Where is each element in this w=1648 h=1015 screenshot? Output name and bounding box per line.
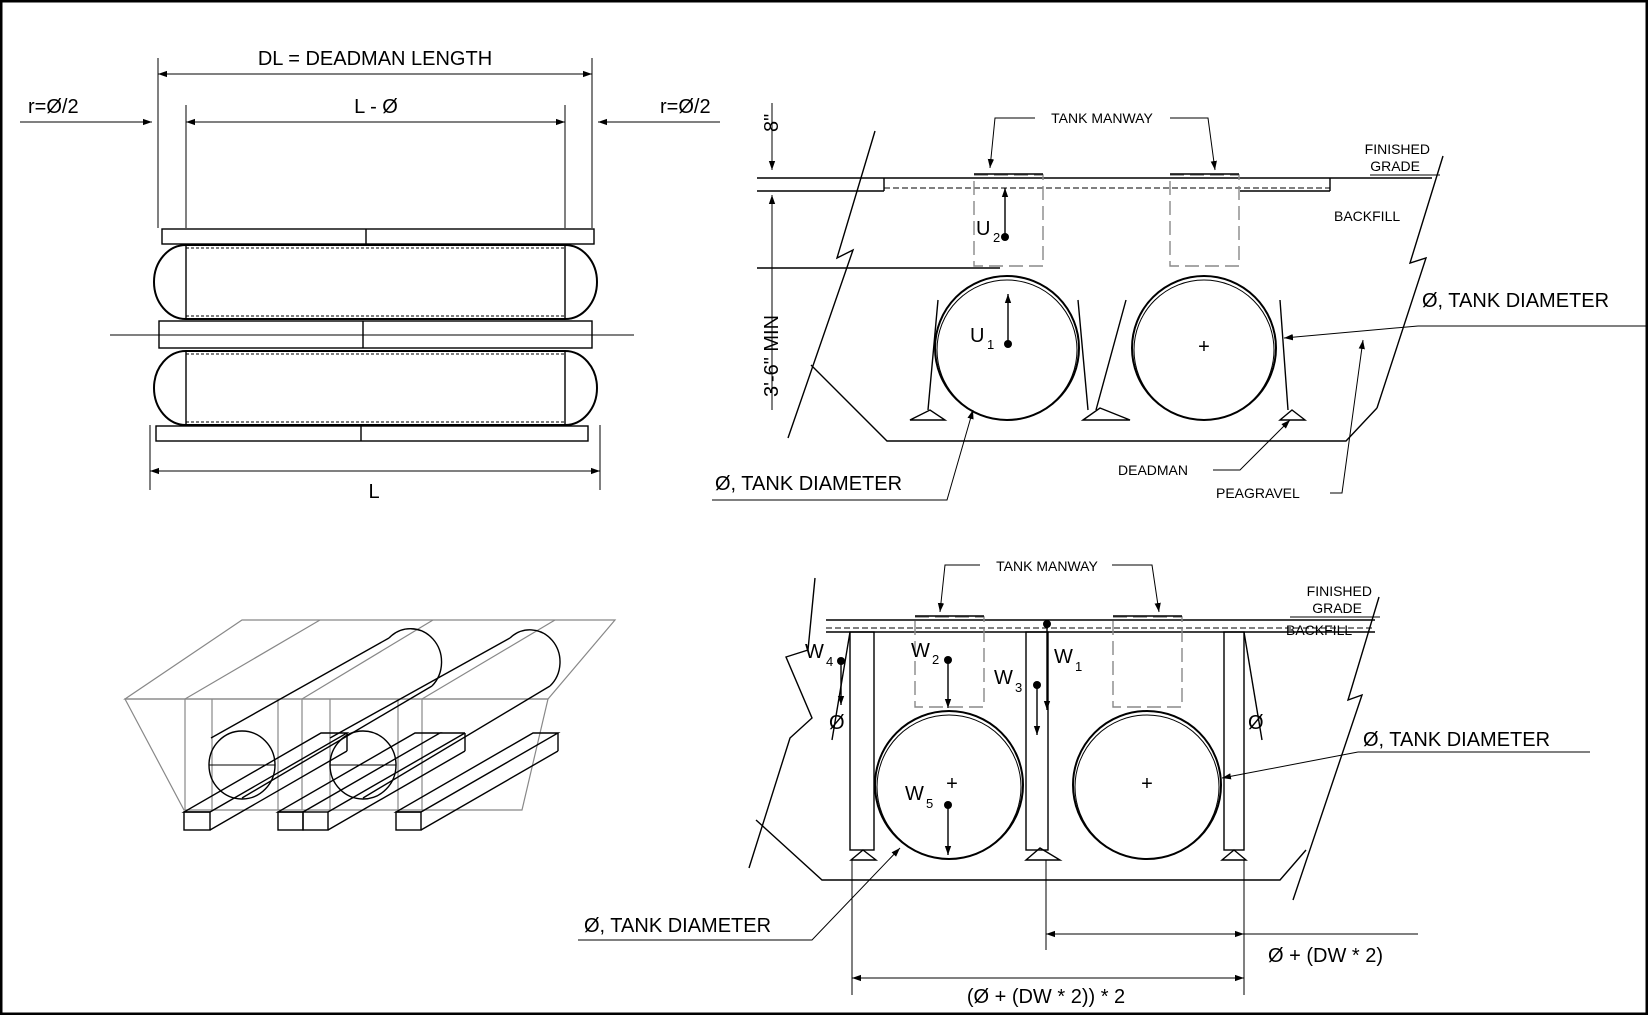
w2-label: W [911,640,930,662]
manway-2-top [1169,174,1240,267]
w3-sub-label: 3 [1015,680,1022,695]
isometric-view [123,619,617,831]
weight-force-w1: W 1 [1043,620,1082,710]
uplift-force-u1: U 1 [970,294,1012,352]
tank-manway-label-bottom: TANK MANWAY [996,558,1098,574]
tank-plan-2 [153,350,598,426]
finished-grade-label-top-1: FINISHED [1365,141,1430,157]
uplift-force-u2: U 2 [976,188,1009,245]
iso-tank-2 [329,629,561,800]
section-view-bottom: + + W 1 W 2 W 3 W 4 W [578,558,1590,1008]
w2-sub-label: 2 [932,652,939,667]
tank-diameter-label-right-top: Ø, TANK DIAMETER [1422,290,1609,312]
manway-2-bottom [1112,616,1183,708]
u2-label: U [976,218,990,240]
tank-diameter-label-right-bottom: Ø, TANK DIAMETER [1363,729,1550,751]
deadman-length-label: DL = DEADMAN LENGTH [258,48,492,70]
u1-label: U [970,325,984,347]
weight-force-w4: W 4 [805,641,845,705]
finished-grade-label-bot-1: FINISHED [1307,583,1372,599]
tank-plan-1 [153,244,598,320]
plan-view: DL = DEADMAN LENGTH L - Ø r=Ø/2 r=Ø/2 L [20,48,720,503]
deadman-plan-1 [161,228,595,245]
iso-tank-1 [208,628,443,800]
radius-left-label: r=Ø/2 [28,96,79,118]
phi-label-right: Ø [1248,712,1264,734]
eight-inch-label: 8" [761,114,783,132]
peagravel-label: PEAGRAVEL [1216,485,1300,501]
min-depth-label: 3'-6" MIN [761,315,783,397]
deadman-plan-2 [158,320,593,349]
backfill-label-bottom: BACKFILL [1286,622,1352,638]
manway-leader-top [987,117,1035,169]
backfill-label-top: BACKFILL [1334,208,1400,224]
weight-force-w2: W 2 [911,640,952,708]
l-minus-dia-label: L - Ø [354,96,398,118]
w3-label: W [994,667,1013,689]
weight-force-w5: W 5 [905,783,952,855]
phi-label-left: Ø [829,712,845,734]
iso-deadmen [181,732,561,831]
weight-force-w3: W 3 [994,667,1041,735]
section-view-top: U 1 U 2 + 8" 3'-6" MIN TANK MANWAY FINIS… [712,103,1646,501]
tank-diameter-label-left-top: Ø, TANK DIAMETER [715,473,902,495]
w4-label: W [805,641,824,663]
tank-manway-label-top: TANK MANWAY [1051,110,1153,126]
w4-sub-label: 4 [826,654,833,669]
u2-sub-label: 2 [993,230,1000,245]
tank-2-center-mark-top: + [1198,336,1210,358]
deadman-plan-3 [155,425,589,442]
radius-right-label: r=Ø/2 [660,96,711,118]
tank-diameter-label-left-bottom: Ø, TANK DIAMETER [584,915,771,937]
u1-sub-label: 1 [987,337,994,352]
length-label: L [368,481,379,503]
excavation-outline-top [787,130,876,439]
w5-label: W [905,783,924,805]
double-tank-dimension-label: (Ø + (DW * 2)) * 2 [967,986,1125,1008]
w1-label: W [1054,646,1073,668]
single-tank-dimension-label: Ø + (DW * 2) [1268,945,1383,967]
tank-2-center-mark-bottom: + [1141,773,1153,795]
finished-grade-label-bot-2: GRADE [1312,600,1362,616]
deadman-label: DEADMAN [1118,462,1188,478]
w1-sub-label: 1 [1075,659,1082,674]
tank-1-center-mark-bottom: + [946,773,958,795]
w5-sub-label: 5 [926,796,933,811]
finished-grade-label-top-2: GRADE [1370,158,1420,174]
